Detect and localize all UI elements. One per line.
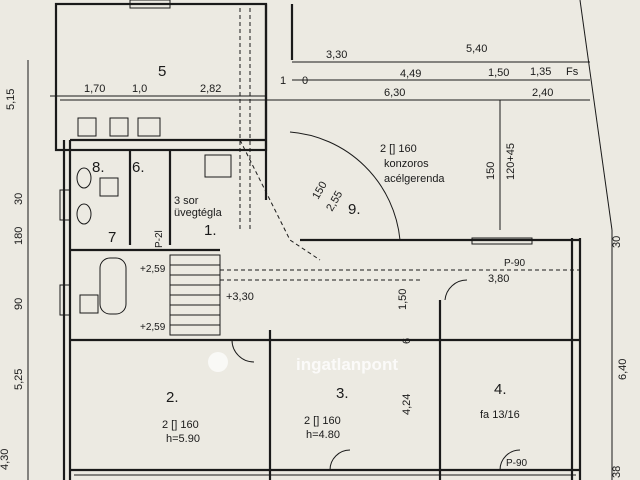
beam-note-3: 2 [] 160 — [304, 415, 341, 427]
toilet-8b — [76, 203, 92, 225]
height-note-3: h=4.80 — [306, 429, 340, 441]
dim-0: 0 — [302, 75, 308, 87]
room-4-label: 4. — [494, 381, 507, 398]
glass-note-2: üvegtégla — [174, 207, 223, 219]
dim-240: 2,40 — [532, 87, 553, 99]
dim-30: 30 — [13, 193, 25, 205]
room-2-label: 2. — [166, 389, 179, 406]
dim-30b: 30 — [611, 236, 623, 248]
door-arc-2 — [231, 339, 255, 363]
dim-449: 4,49 — [400, 68, 421, 80]
room-9-label: 9. — [348, 201, 361, 218]
dim-150v: 150 — [485, 162, 497, 180]
dim-540: 5,40 — [466, 43, 487, 55]
room-1-label: 1. — [204, 222, 217, 239]
room-3-label: 3. — [336, 385, 349, 402]
fixture-5b — [109, 117, 129, 137]
hidden-beam — [239, 139, 321, 261]
room-5-label: 5 — [158, 63, 166, 80]
fixture-1 — [204, 154, 232, 178]
dim-90: 90 — [13, 298, 25, 310]
dim-282: 2,82 — [200, 83, 221, 95]
bathtub — [99, 257, 127, 315]
dim-150: 1,50 — [488, 67, 509, 79]
glass-note-1: 3 sor — [174, 195, 199, 207]
p90-note-a: P-90 — [504, 258, 526, 269]
dim-640: 6,40 — [617, 359, 629, 380]
dim-10: 1,0 — [132, 83, 147, 95]
dim-150b: 1,50 — [397, 289, 409, 310]
height-note-2: h=5.90 — [166, 433, 200, 445]
dim-525: 5,25 — [13, 369, 25, 390]
dim-330: 3,30 — [326, 49, 347, 61]
room-7-label: 7 — [108, 229, 116, 246]
dim-38: 38 — [611, 466, 623, 478]
door-arc-3 — [329, 449, 351, 471]
watermark: ingatlanpont — [208, 352, 398, 374]
beam-desc-1: konzoros — [384, 158, 429, 170]
dim-135: 1,35 — [530, 66, 551, 78]
dim-150-diag: 150 — [310, 180, 330, 202]
beam-note: 2 [] 160 — [380, 143, 417, 155]
fixture-7 — [79, 294, 99, 314]
dim-180: 180 — [13, 227, 25, 245]
slant-line — [579, 0, 613, 231]
p90-note-b: P-90 — [506, 458, 528, 469]
beam-desc-2: acélgerenda — [384, 173, 445, 185]
level-note-2: +2,59 — [140, 264, 166, 275]
dim-424: 4,24 — [401, 394, 413, 415]
steps-note: P-2l — [154, 230, 165, 248]
dim-12045: 120+45 — [505, 143, 517, 180]
dim-255-diag: 2,55 — [324, 189, 345, 214]
fixture-5c — [137, 117, 161, 137]
door-arc-9 — [289, 131, 401, 241]
door-arc-4 — [444, 279, 468, 301]
watermark-logo-icon — [208, 352, 228, 372]
toilet-8 — [76, 167, 92, 189]
dim-1: 1 — [280, 75, 286, 87]
dim-fs: Fs — [566, 66, 579, 78]
door-arc-4b — [499, 449, 521, 471]
room-6-label: 6. — [132, 159, 145, 176]
fixture-5a — [77, 117, 97, 137]
dim-630: 6,30 — [384, 87, 405, 99]
room-8-label: 8. — [92, 159, 105, 176]
beam-note-2: 2 [] 160 — [162, 419, 199, 431]
fa-note: fa 13/16 — [480, 409, 520, 421]
level-note: +3,30 — [226, 291, 254, 303]
window-left-upper — [59, 189, 71, 221]
level-note-3: +2,59 — [140, 322, 166, 333]
dim-170: 1,70 — [84, 83, 105, 95]
window-left — [59, 284, 71, 316]
window-room4 — [471, 237, 533, 245]
window-top — [129, 0, 171, 9]
watermark-text: ingatlanpont — [296, 355, 398, 374]
fixture-8 — [99, 177, 119, 197]
dim-430: 4,30 — [0, 449, 11, 470]
staircase — [169, 254, 221, 336]
dim-6: 6 — [401, 338, 413, 344]
dim-380: 3,80 — [488, 273, 509, 285]
dim-515: 5,15 — [5, 89, 17, 110]
